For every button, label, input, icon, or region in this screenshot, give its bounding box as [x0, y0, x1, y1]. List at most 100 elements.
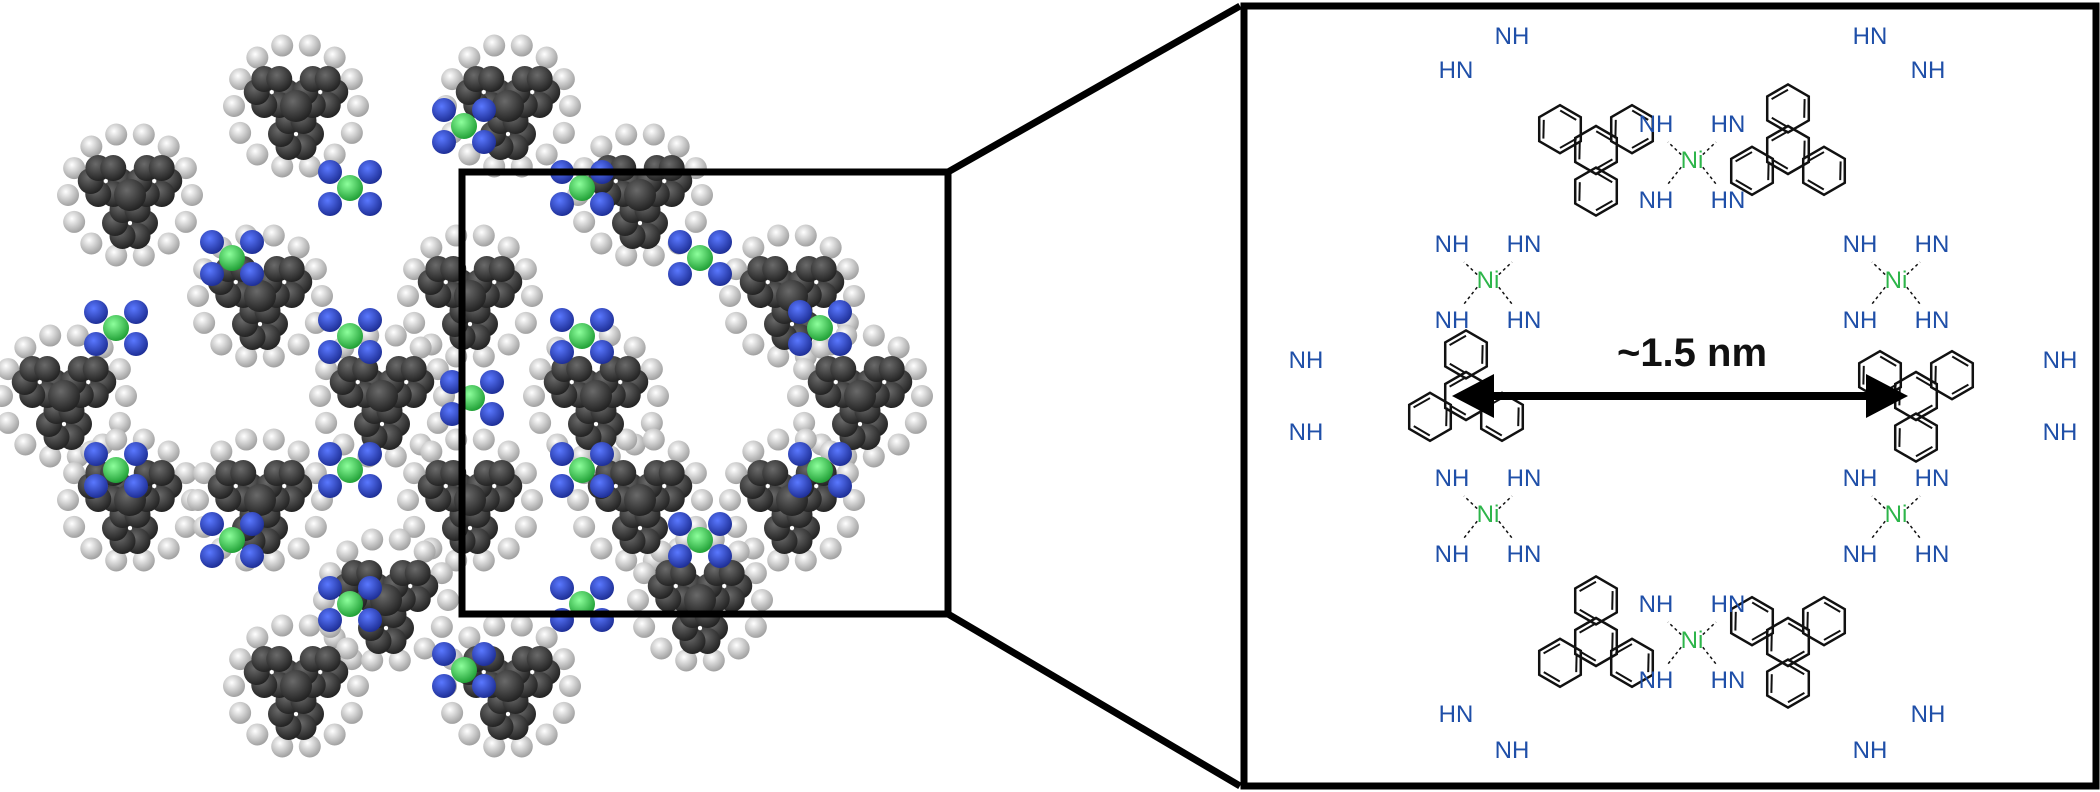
amine-label: HN	[1711, 591, 1746, 618]
carbon-atom	[400, 356, 427, 383]
hydrogen-atom	[14, 336, 37, 359]
hydrogen-atom	[744, 562, 767, 585]
hydrogen-atom	[262, 224, 285, 247]
nitrogen-atom	[550, 442, 574, 466]
double-bond	[1735, 179, 1753, 191]
hydrogen-atom	[615, 123, 638, 146]
benzene-ring	[1729, 145, 1775, 197]
hydrogen-atom	[647, 385, 669, 407]
hydrogen-atom	[132, 244, 155, 267]
amine-label: NH	[2043, 347, 2078, 374]
double-bond	[1413, 397, 1431, 409]
hydrogen-atom	[472, 224, 495, 247]
carbon-atom	[492, 670, 524, 702]
amine-label: HN	[1507, 231, 1542, 258]
nitrogen-atom	[480, 370, 504, 394]
double-bond	[1543, 671, 1561, 683]
hydrogen-atom	[862, 324, 885, 347]
hydrogen-atom	[246, 723, 269, 746]
hydrogen-atom	[441, 68, 464, 91]
amine-label: NH	[1435, 541, 1470, 568]
carbon-atom	[624, 179, 656, 211]
hydrogen-atom	[105, 549, 128, 572]
hydrogen-atom	[904, 411, 927, 434]
amine-label: HN	[1507, 307, 1542, 334]
hydrogen-atom	[559, 95, 581, 117]
hydrogen-atom	[340, 701, 363, 724]
carbon-atom	[878, 356, 905, 383]
amine-label: HN	[1915, 465, 1950, 492]
nitrogen-atom	[550, 308, 574, 332]
pore-size-arrow	[1452, 374, 1908, 418]
hydrogen-atom	[57, 184, 79, 206]
double-bond	[1771, 88, 1789, 100]
double-bond	[1823, 601, 1841, 613]
hydrogen-atom	[235, 428, 258, 451]
nickel-atom	[337, 323, 363, 349]
carbon-atom	[478, 66, 505, 93]
hydrogen-atom	[510, 34, 533, 57]
nitrogen-atom	[550, 192, 574, 216]
nickel-label: Ni	[1885, 501, 1908, 528]
amine-label: HN	[1711, 111, 1746, 138]
hydrogen-atom	[210, 333, 233, 356]
hydrogen-atom	[229, 648, 252, 671]
hydrogen-atom	[108, 358, 131, 381]
nitrogen-atom	[550, 340, 574, 364]
double-bond	[1449, 404, 1467, 416]
hydrogen-atom	[793, 411, 816, 434]
hydrogen-atom	[767, 224, 790, 247]
amine-label: HN	[1915, 541, 1950, 568]
hydrogen-atom	[271, 34, 294, 57]
hydrogen-atom	[63, 462, 86, 485]
nitrogen-atom	[200, 262, 224, 286]
zoom-connector-top	[946, 2, 1242, 176]
nitrogen-atom	[472, 642, 496, 666]
amine-label: NH	[1853, 737, 1888, 764]
nitrogen-atom	[358, 340, 382, 364]
hydrogen-atom	[157, 135, 180, 158]
benzene-ring	[1537, 103, 1583, 155]
nitrogen-atom	[358, 608, 382, 632]
double-bond	[1787, 663, 1805, 676]
carbon-atom	[526, 646, 553, 673]
amine-label: NH	[1639, 111, 1674, 138]
hydrogen-atom	[887, 336, 910, 359]
carbon-atom	[580, 380, 612, 412]
hydrogen-atom	[552, 701, 575, 724]
amine-label: HN	[1915, 307, 1950, 334]
hydrogen-atom	[521, 285, 543, 307]
hydrogen-atom	[437, 589, 459, 611]
double-bond	[1787, 622, 1805, 634]
double-bond	[1449, 362, 1467, 375]
nickel-atom	[569, 457, 595, 483]
hydrogen-atom	[229, 68, 252, 91]
hydrogen-atom	[323, 46, 346, 69]
hydrogen-atom	[174, 515, 197, 538]
double-bond	[1771, 158, 1789, 170]
carbon-atom	[280, 670, 312, 702]
hydrogen-atom	[793, 358, 816, 381]
benzene-ring	[1573, 124, 1619, 176]
nitrogen-atom	[84, 474, 108, 498]
hydrogen-atom	[132, 549, 155, 572]
nitrogen-atom	[318, 160, 342, 184]
carbon-atom	[278, 256, 305, 283]
nitrogen-atom	[358, 576, 382, 600]
nitrogen-atom	[124, 474, 148, 498]
hydrogen-atom	[691, 489, 713, 511]
hydrogen-atom	[483, 34, 506, 57]
double-bond	[1559, 137, 1577, 149]
hydrogen-atom	[323, 143, 346, 166]
hydrogen-atom	[304, 515, 327, 538]
hydrogen-atom	[115, 385, 137, 407]
double-bond	[1823, 629, 1841, 641]
double-bond	[1615, 671, 1633, 683]
hydrogen-atom	[623, 336, 646, 359]
hydrogen-atom	[187, 285, 209, 307]
hydrogen-atom	[483, 614, 506, 637]
hydrogen-atom	[57, 489, 79, 511]
nitrogen-atom	[590, 192, 614, 216]
nitrogen-atom	[788, 332, 812, 356]
